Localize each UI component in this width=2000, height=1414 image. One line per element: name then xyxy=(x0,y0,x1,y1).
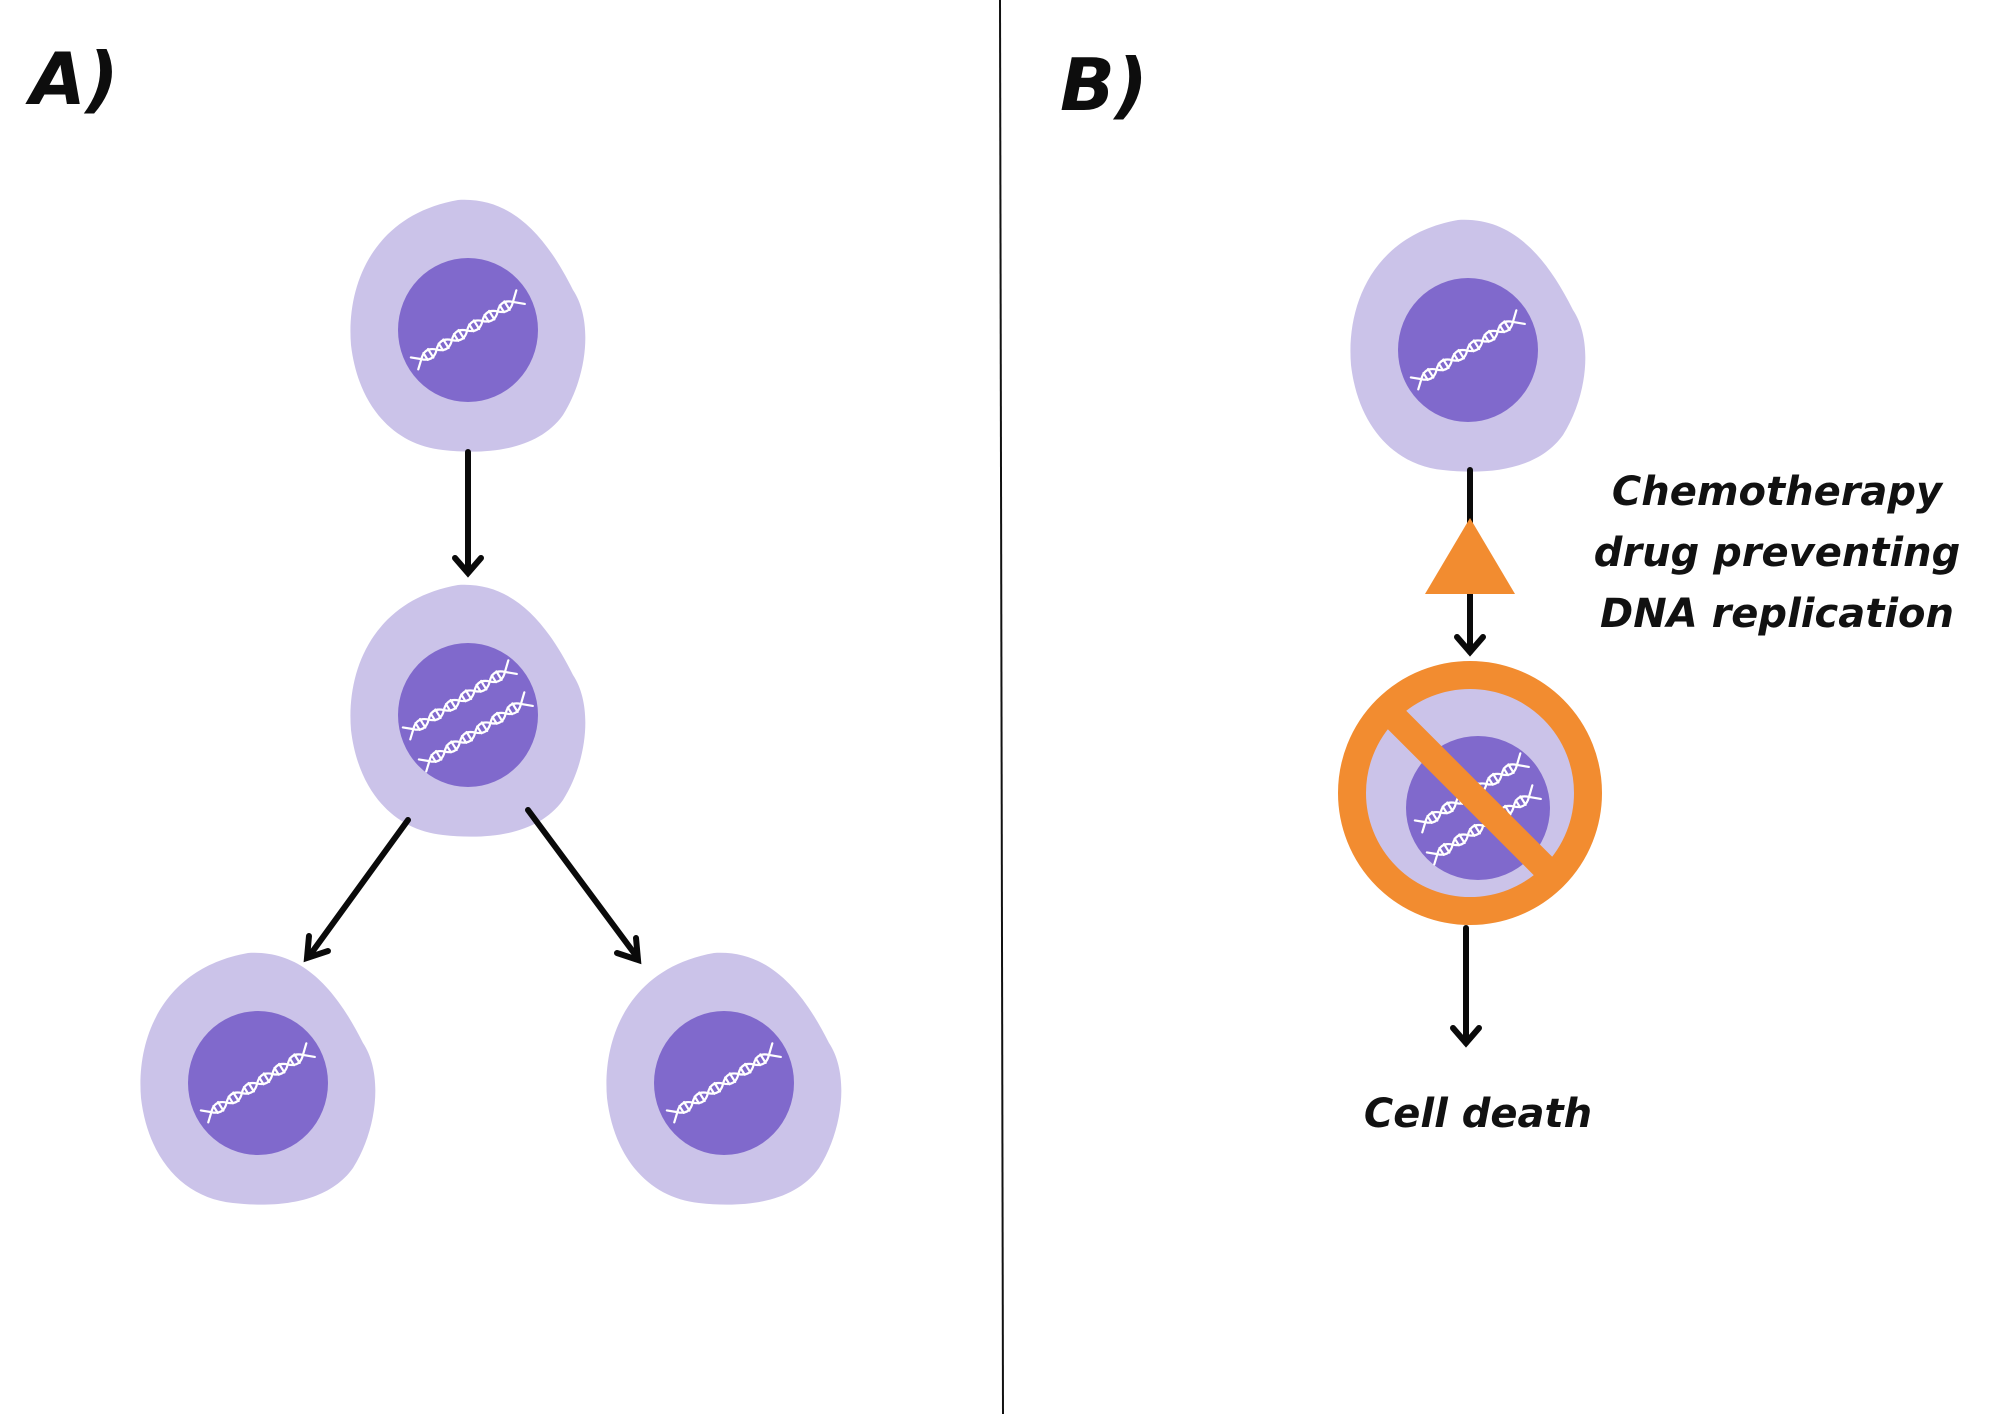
drug-label-line-2: drug preventing xyxy=(1594,530,1961,576)
no-entry-icon xyxy=(1338,661,1602,925)
arrow-to-daughter-left xyxy=(303,817,411,963)
panel-a-label: A) xyxy=(25,37,119,121)
cell-before-drug xyxy=(1350,219,1586,472)
arrow-to-daughter-right xyxy=(525,807,642,965)
cell-daughter-right xyxy=(606,952,842,1205)
triangle-icon xyxy=(1425,518,1515,594)
arrow-to-replicating-cell xyxy=(452,449,484,578)
arrow-to-cell-death xyxy=(1450,925,1482,1048)
panel-divider xyxy=(999,0,1004,1414)
cell-death-label: Cell death xyxy=(1364,1091,1592,1137)
panel-b-label: B) xyxy=(1060,43,1148,127)
drug-label-line-3: DNA replication xyxy=(1600,591,1954,637)
drug-label-line-1: Chemotherapy xyxy=(1612,469,1944,515)
cell-replicated-dna xyxy=(350,584,586,837)
nucleus xyxy=(398,643,538,787)
cell-parent xyxy=(350,199,586,452)
cell-daughter-left xyxy=(140,952,376,1205)
